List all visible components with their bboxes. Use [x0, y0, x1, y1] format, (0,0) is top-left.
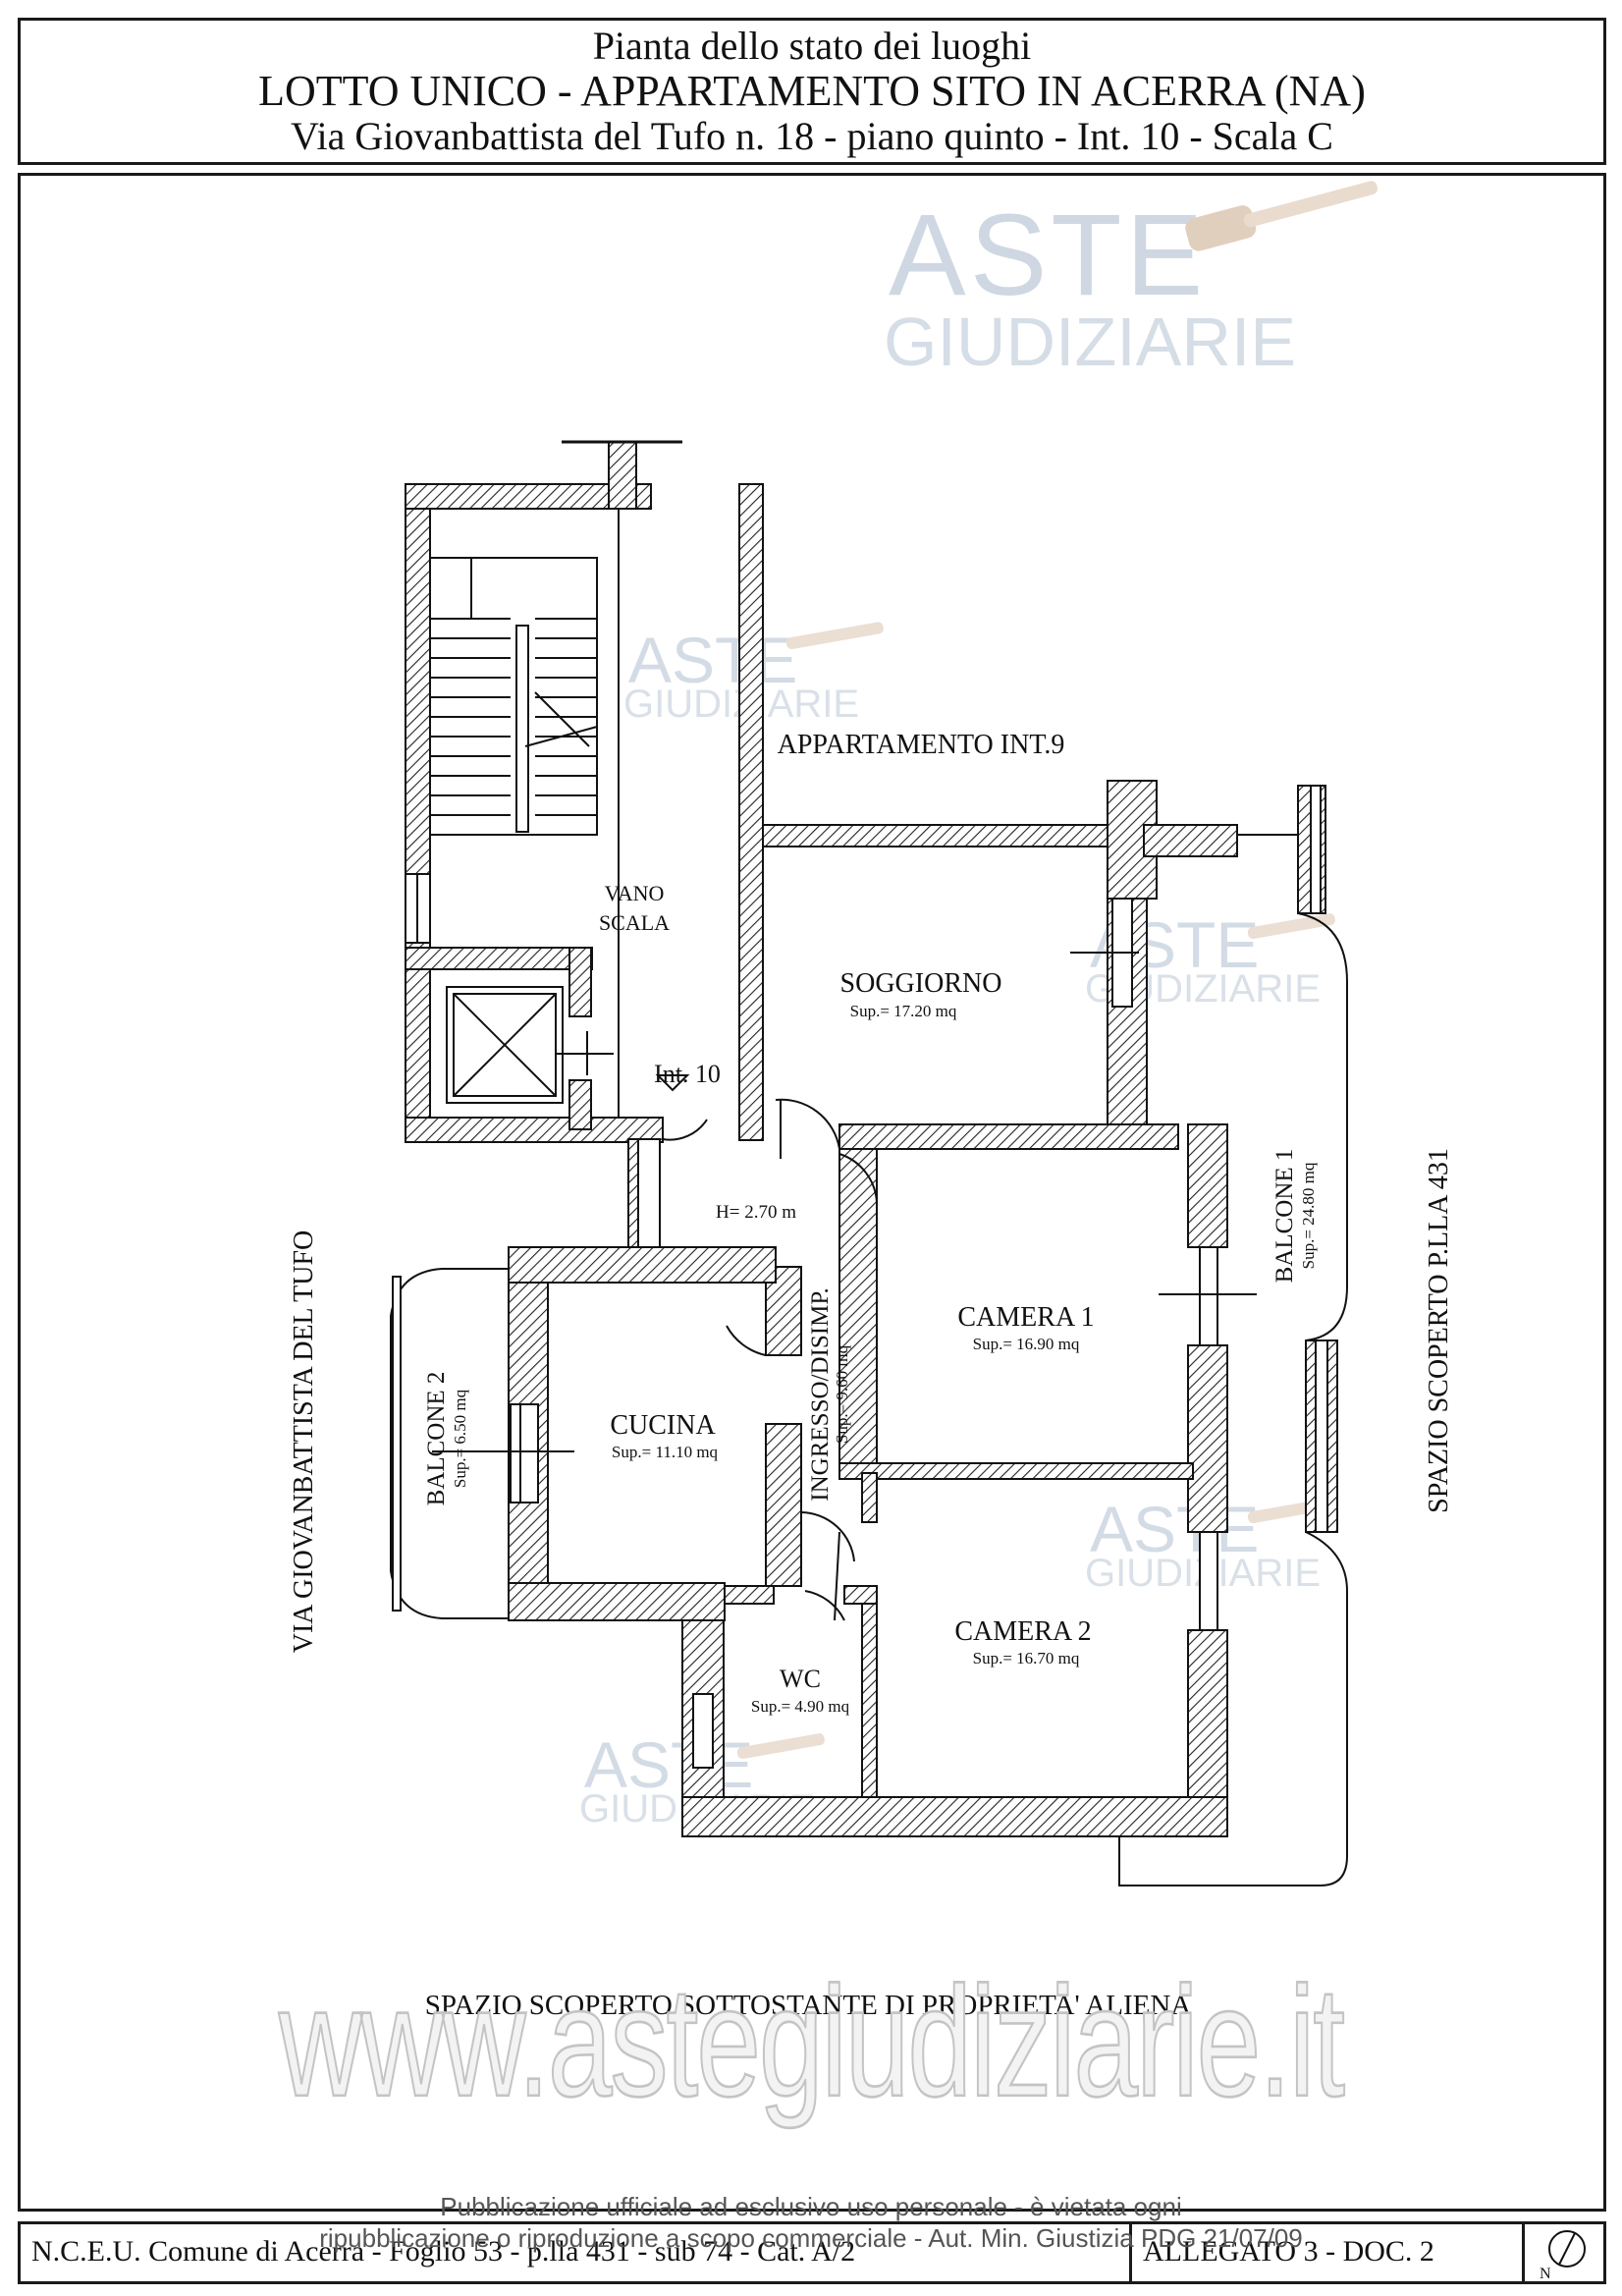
label-ingresso: INGRESSO/DISIMP. [807, 1287, 834, 1501]
label-spazio-sottostante: SPAZIO SCOPERTO SOTTOSTANTE DI PROPRIETA… [425, 1990, 1192, 2021]
cadastral-reference: N.C.E.U. Comune di Acerra - Foglio 53 - … [31, 2235, 856, 2268]
label-balcone2: BALCONE 2 [423, 1372, 450, 1506]
label-cucina: CUCINA [610, 1410, 716, 1441]
site-watermark: www.astegiudiziarie.it [278, 1953, 1346, 2131]
label-camera1: CAMERA 1 [957, 1302, 1094, 1333]
label-camera2: CAMERA 2 [954, 1616, 1091, 1647]
label-appartamento-int9: APPARTAMENTO INT.9 [778, 730, 1065, 760]
doors [662, 1098, 878, 1621]
footer-divider [1129, 2221, 1132, 2284]
allegato-reference: ALLEGATO 3 - DOC. 2 [1143, 2235, 1434, 2268]
label-balcone1: BALCONE 1 [1271, 1149, 1298, 1284]
publication-notice-line1: Pubblicazione ufficiale ad esclusivo uso… [440, 2192, 1182, 2221]
drawing-frame [18, 173, 1606, 2212]
staircase [429, 509, 620, 1118]
svg-text:ASTE: ASTE [889, 191, 1207, 320]
north-arrow-icon: N [1540, 2230, 1586, 2282]
label-vano: VANO [605, 881, 665, 905]
lot-title: LOTTO UNICO - APPARTAMENTO SITO IN ACERR… [258, 67, 1366, 115]
label-balcone2-sup: Sup.= 6.50 mq [451, 1389, 469, 1488]
balcone-1-outline [1118, 785, 1348, 1886]
publication-notice-line2: ripubblicazione o riproduzione a scopo c… [319, 2223, 1303, 2253]
label-spazio-scoperto: SPAZIO SCOPERTO P.LLA 431 [1424, 1148, 1454, 1513]
apartment-walls [508, 780, 1238, 1837]
svg-text:ASTE: ASTE [1090, 1493, 1259, 1565]
windows [1070, 898, 1257, 1295]
gavel-icon [1185, 181, 1379, 251]
svg-text:ASTE: ASTE [584, 1728, 753, 1801]
stairwell-walls [405, 440, 764, 1143]
label-via: VIA GIOVANBATTISTA DEL TUFO [289, 1230, 319, 1653]
label-wc-sup: Sup.= 4.90 mq [751, 1697, 850, 1716]
entry-marker [655, 1074, 690, 1092]
label-scala: SCALA [599, 910, 670, 935]
label-soggiorno-sup: Sup.= 17.20 mq [850, 1002, 957, 1020]
footer-divider [1522, 2221, 1525, 2284]
label-wc: WC [780, 1665, 821, 1693]
drawing-title: Pianta dello stato dei luoghi [592, 24, 1032, 68]
label-height: H= 2.70 m [716, 1202, 796, 1223]
label-soggiorno: SOGGIORNO [840, 968, 1002, 999]
label-ingresso-sup: Sup.= 9.60 mq [833, 1344, 851, 1444]
svg-text:GIUDIZIARIE: GIUDIZIARIE [884, 303, 1296, 380]
footer-frame [18, 2221, 1606, 2284]
svg-text:ASTE: ASTE [628, 624, 797, 696]
north-letter: N [1540, 2266, 1551, 2282]
title-block: Pianta dello stato dei luoghi LOTTO UNIC… [18, 18, 1606, 165]
label-int10: Int. 10 [654, 1060, 721, 1088]
label-cucina-sup: Sup.= 11.10 mq [612, 1443, 719, 1461]
label-camera2-sup: Sup.= 16.70 mq [973, 1649, 1080, 1667]
elevator [446, 986, 614, 1104]
label-camera1-sup: Sup.= 16.90 mq [973, 1335, 1080, 1353]
balcone-2-outline [390, 1268, 574, 1619]
label-balcone1-sup: Sup.= 24.80 mq [1299, 1162, 1318, 1269]
watermark-logo-large: ASTE GIUDIZIARIE [884, 181, 1379, 380]
address-line: Via Giovanbattista del Tufo n. 18 - pian… [291, 114, 1333, 158]
